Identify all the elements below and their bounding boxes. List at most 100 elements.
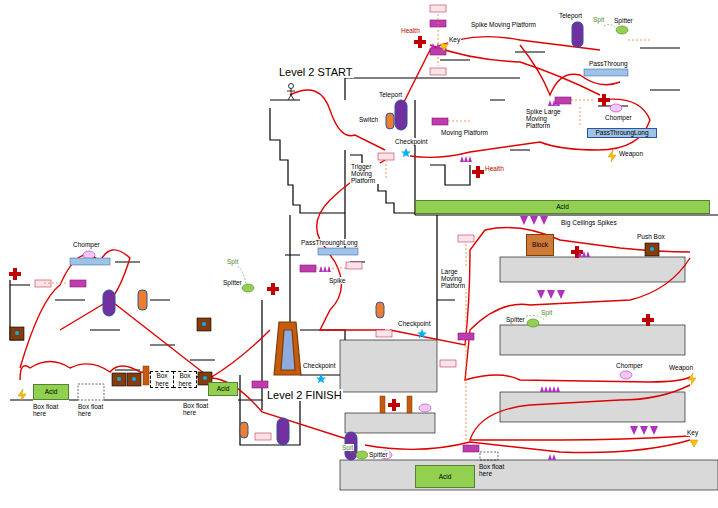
switch-label: Switch	[358, 116, 379, 123]
platform-label: PassThroung	[588, 60, 629, 67]
enemy	[620, 371, 632, 379]
switch-door	[240, 422, 248, 438]
push-box	[127, 373, 141, 386]
map-wall	[270, 78, 718, 215]
player-figure	[289, 84, 294, 89]
acid-pool: Acid	[415, 465, 475, 488]
teleport-door	[572, 22, 583, 47]
grey-slab	[500, 257, 685, 282]
map-wall	[10, 262, 215, 370]
moving-platform	[432, 118, 448, 125]
pickup	[18, 389, 26, 401]
teleport-door	[103, 22, 583, 460]
health-cross	[9, 268, 21, 280]
box-eye	[132, 377, 136, 381]
finish-door	[274, 322, 301, 375]
enemy-label: Spitter	[368, 451, 389, 458]
box-eye	[15, 331, 19, 335]
pink-platform	[35, 5, 474, 440]
checkpoint-star	[316, 374, 326, 383]
spit-trail	[238, 24, 616, 454]
route-line	[470, 385, 690, 440]
item-label: Key	[686, 429, 699, 436]
teleport-door	[277, 418, 289, 445]
finish-door	[274, 322, 301, 375]
pillar	[407, 396, 412, 413]
grey-slab	[500, 325, 685, 355]
grey-slab	[340, 257, 718, 490]
door-label: Teleport	[378, 91, 403, 98]
push-box	[10, 243, 659, 386]
box-eye	[117, 377, 121, 381]
spike-label: Spike	[328, 277, 346, 284]
route-line	[365, 440, 690, 453]
node-text: Acid	[217, 385, 230, 392]
moving-platform	[70, 280, 86, 287]
enemy	[356, 451, 368, 459]
node-text: PassThroungLong	[595, 129, 648, 136]
platform-label: Moving Platform	[440, 129, 489, 136]
switch-door	[386, 113, 394, 129]
node-text: Box here	[151, 372, 173, 386]
blue-bar	[70, 69, 628, 265]
spike	[540, 251, 590, 392]
acid-pool: Acid	[415, 200, 710, 214]
acid-pool: Acid	[33, 384, 69, 400]
platform-label: Spike Large Moving Platform	[525, 108, 563, 129]
pink-platform	[430, 5, 446, 12]
grey-slab	[340, 460, 718, 490]
note-label: Box float here	[77, 403, 105, 417]
spike-label: Big Ceilings Spikes	[560, 219, 618, 226]
teleport-door	[103, 290, 115, 316]
enemy-label: Spit	[226, 258, 239, 265]
pink-platform	[376, 330, 392, 337]
block: Block	[526, 234, 554, 256]
pink-platform	[440, 360, 456, 367]
platform-label: Spike Moving Platform	[470, 21, 537, 28]
note-label: Box float here	[478, 463, 506, 477]
health-cross	[472, 166, 484, 178]
push-box	[10, 327, 24, 340]
enemy-label: Spit	[592, 16, 605, 23]
player-figure	[287, 84, 295, 101]
pink-platform	[458, 235, 474, 242]
route-line	[110, 300, 270, 378]
blue-bar	[70, 258, 110, 265]
player-figure	[287, 89, 295, 101]
box-eye	[650, 247, 654, 251]
node-text: Block	[532, 241, 548, 248]
push-box	[197, 318, 211, 331]
box-eye	[15, 247, 654, 381]
pickup	[608, 150, 616, 162]
level-title: Level 2 FINISH	[266, 389, 343, 401]
moving-platform	[458, 333, 474, 340]
route-line	[290, 90, 385, 150]
spike	[520, 216, 658, 435]
health-cross	[9, 36, 654, 411]
checkpoint-label: Checkpoint	[302, 362, 337, 369]
item-label: Health	[400, 27, 421, 34]
enemy-label: Chomper	[604, 114, 633, 121]
switch-door	[138, 290, 147, 310]
push-box	[645, 243, 659, 256]
map-wall	[10, 300, 262, 410]
health-cross	[598, 94, 610, 106]
spike	[319, 43, 658, 460]
platform-label: Large Moving Platform	[440, 268, 468, 289]
item-label: Key	[448, 36, 461, 43]
enemy	[610, 104, 622, 112]
node-text: Acid	[556, 203, 569, 210]
pickup	[690, 440, 698, 447]
enemy	[527, 319, 539, 327]
checkpoint-star	[417, 329, 427, 338]
enemy-label: Spitter	[613, 17, 634, 24]
pink-platform	[430, 68, 446, 75]
spike	[319, 156, 472, 272]
map-wall	[345, 150, 415, 250]
route-line	[430, 45, 600, 95]
platform-label: Trigger Moving Platform	[350, 163, 380, 184]
route-line	[390, 228, 690, 345]
platform-track	[44, 14, 650, 442]
pickup	[688, 373, 696, 385]
